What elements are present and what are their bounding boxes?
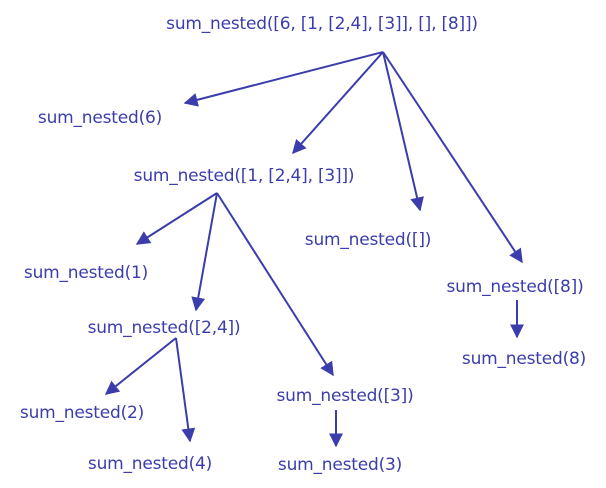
node-n8: sum_nested(8): [461, 349, 587, 369]
node-list24: sum_nested([2,4]): [87, 318, 241, 338]
node-n1: sum_nested(1): [23, 263, 149, 283]
edge-list24-to-n4: [175, 337, 196, 443]
node-n4: sum_nested(4): [87, 454, 213, 474]
edge-sub-list-to-n1: [135, 192, 218, 245]
node-root: sum_nested([6, [1, [2,4], [3]], [], [8]]…: [166, 14, 478, 34]
node-n3: sum_nested(3): [277, 455, 403, 475]
edge-root-to-empty: [382, 51, 424, 212]
edge-root-to-n6: [183, 51, 384, 107]
node-list8: sum_nested([8]): [446, 277, 584, 297]
edge-list24-to-n2: [104, 337, 177, 395]
edge-root-to-list8: [382, 51, 523, 264]
node-sub-list: sum_nested([1, [2,4], [3]]): [133, 166, 355, 186]
node-list3: sum_nested([3]): [276, 386, 414, 406]
node-n2: sum_nested(2): [19, 403, 145, 423]
node-n6: sum_nested(6): [37, 108, 163, 128]
edge-sub-list-to-list3: [216, 192, 334, 377]
edge-root-to-sub-list: [292, 51, 384, 155]
node-empty: sum_nested([]): [304, 230, 432, 250]
edge-sub-list-to-list24: [191, 192, 218, 312]
